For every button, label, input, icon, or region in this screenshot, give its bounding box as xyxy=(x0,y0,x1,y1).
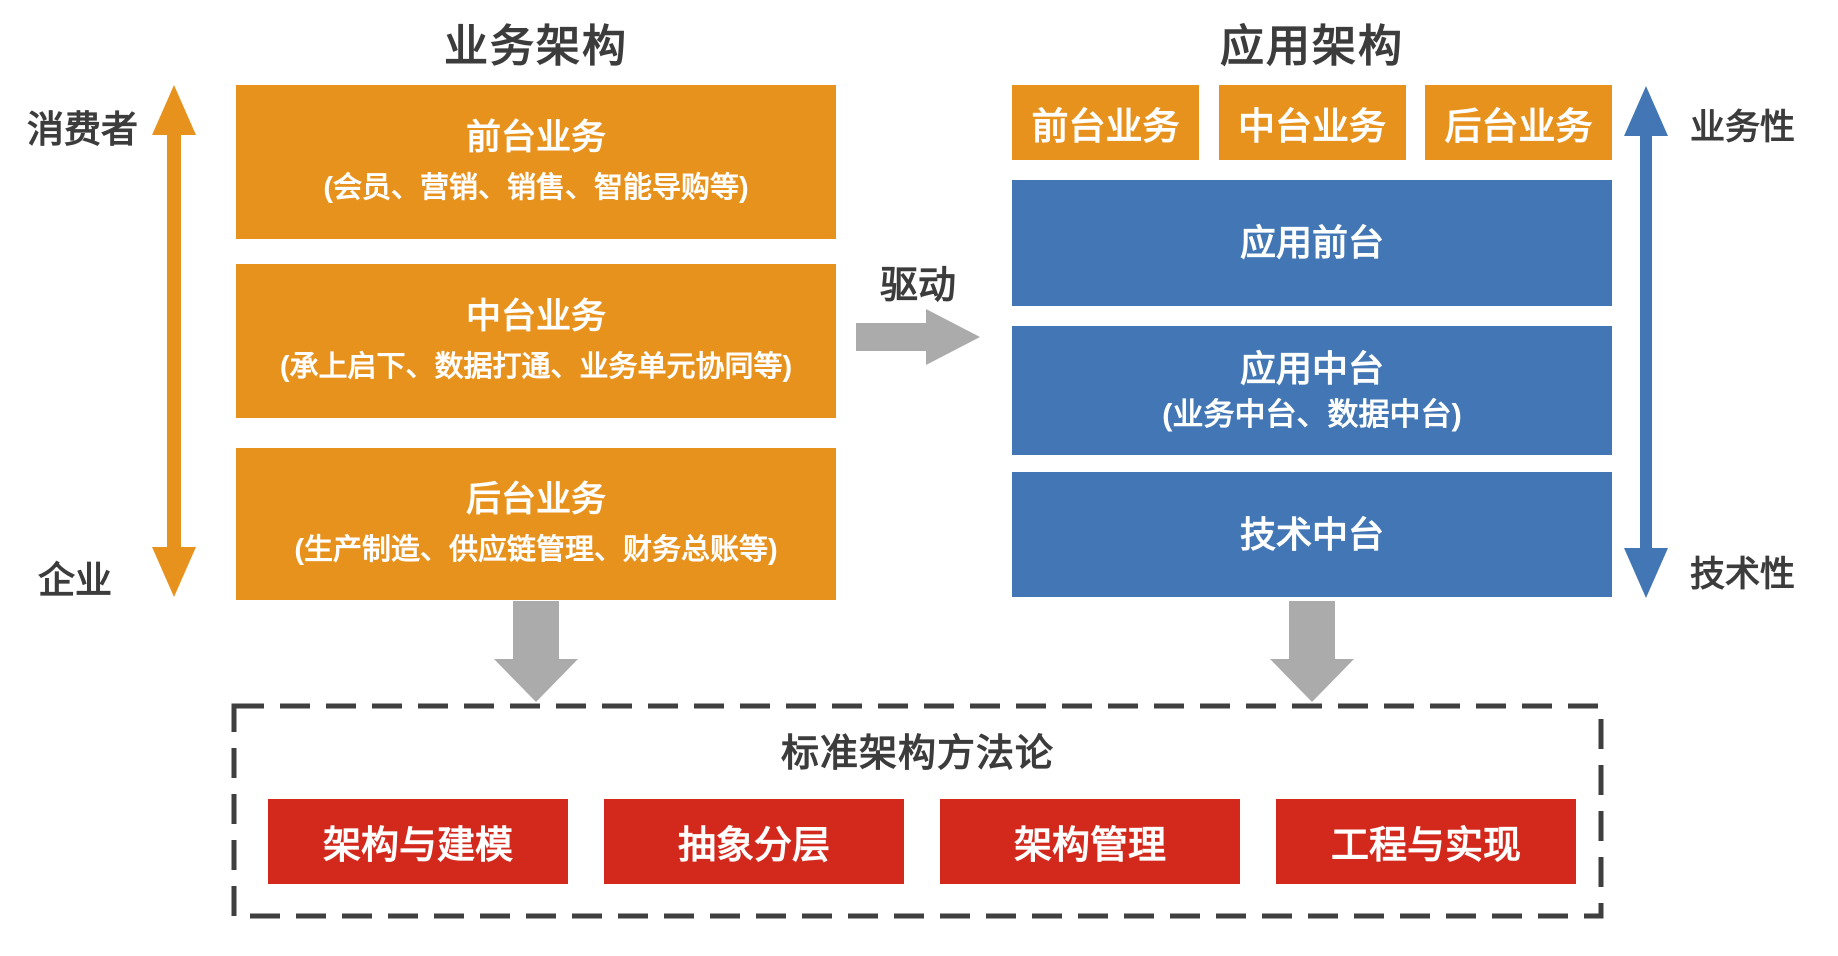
box-title: 应用中台 xyxy=(1239,347,1384,389)
box-subtitle: (会员、营销、销售、智能导购等) xyxy=(323,172,749,205)
box-subtitle: (承上启下、数据打通、业务单元协同等) xyxy=(279,351,793,384)
box-title: 技术中台 xyxy=(1239,513,1384,555)
application-to-methodology-arrow-icon xyxy=(1270,601,1354,702)
box-title: 抽象分层 xyxy=(677,825,830,867)
arrow-down-head-icon xyxy=(1270,659,1354,702)
front-office-tag-box: 前台业务 xyxy=(1012,85,1199,160)
arrow-down-head-icon xyxy=(152,547,196,597)
application-top-boxes-row: 前台业务 中台业务 后台业务 xyxy=(1012,85,1612,160)
architecture-management-box: 架构管理 xyxy=(940,799,1240,884)
methodology-title: 标准架构方法论 xyxy=(780,733,1054,775)
back-office-business-box: 后台业务 (生产制造、供应链管理、财务总账等) xyxy=(236,448,836,600)
abstraction-layering-box: 抽象分层 xyxy=(604,799,904,884)
drive-right-arrow-icon xyxy=(856,309,980,365)
business-oriented-label: 业务性 xyxy=(1690,108,1796,147)
business-architecture-title: 业务架构 xyxy=(444,22,628,71)
engineering-implementation-box: 工程与实现 xyxy=(1276,799,1576,884)
box-title: 架构与建模 xyxy=(322,825,513,867)
arrow-up-head-icon xyxy=(152,85,196,135)
front-office-business-box: 前台业务 (会员、营销、销售、智能导购等) xyxy=(236,85,836,239)
application-middle-box: 应用中台 (业务中台、数据中台) xyxy=(1012,326,1612,455)
enterprise-label: 企业 xyxy=(38,560,112,601)
arrow-shaft xyxy=(513,601,559,660)
methodology-dashed-frame xyxy=(231,703,1604,919)
middle-office-tag-box: 中台业务 xyxy=(1218,85,1406,160)
drive-label: 驱动 xyxy=(879,265,956,307)
arrow-up-head-icon xyxy=(1624,86,1668,136)
back-office-tag-box: 后台业务 xyxy=(1425,85,1612,160)
arrow-shaft xyxy=(1289,601,1335,660)
box-title: 前台业务 xyxy=(465,117,606,157)
arrow-down-head-icon xyxy=(494,659,578,702)
box-subtitle: (业务中台、数据中台) xyxy=(1162,397,1462,433)
box-title: 应用前台 xyxy=(1239,222,1384,264)
box-title: 前台业务 xyxy=(1031,105,1180,147)
box-title: 中台业务 xyxy=(1238,105,1386,147)
box-title: 后台业务 xyxy=(465,479,606,519)
business-to-methodology-arrow-icon xyxy=(494,601,578,702)
box-subtitle: (生产制造、供应链管理、财务总账等) xyxy=(294,534,778,567)
box-title: 工程与实现 xyxy=(1330,825,1521,867)
application-front-box: 应用前台 xyxy=(1012,180,1612,306)
arrow-shaft xyxy=(856,323,928,351)
box-title: 中台业务 xyxy=(465,296,606,336)
arrow-shaft xyxy=(167,129,181,553)
arrow-shaft xyxy=(1640,130,1652,554)
consumer-enterprise-axis-arrow-icon xyxy=(152,85,196,597)
technology-middle-box: 技术中台 xyxy=(1012,472,1612,597)
architecture-modeling-box: 架构与建模 xyxy=(268,799,568,884)
technical-oriented-label: 技术性 xyxy=(1690,555,1796,594)
consumer-label: 消费者 xyxy=(27,109,138,150)
business-technical-axis-arrow-icon xyxy=(1624,86,1668,598)
dashed-border xyxy=(231,703,1604,919)
arrow-right-head-icon xyxy=(926,309,980,365)
arrow-down-head-icon xyxy=(1624,548,1668,598)
application-architecture-title: 应用架构 xyxy=(1220,22,1404,71)
box-title: 架构管理 xyxy=(1013,825,1166,867)
box-title: 后台业务 xyxy=(1444,105,1593,147)
middle-office-business-box: 中台业务 (承上启下、数据打通、业务单元协同等) xyxy=(236,264,836,418)
